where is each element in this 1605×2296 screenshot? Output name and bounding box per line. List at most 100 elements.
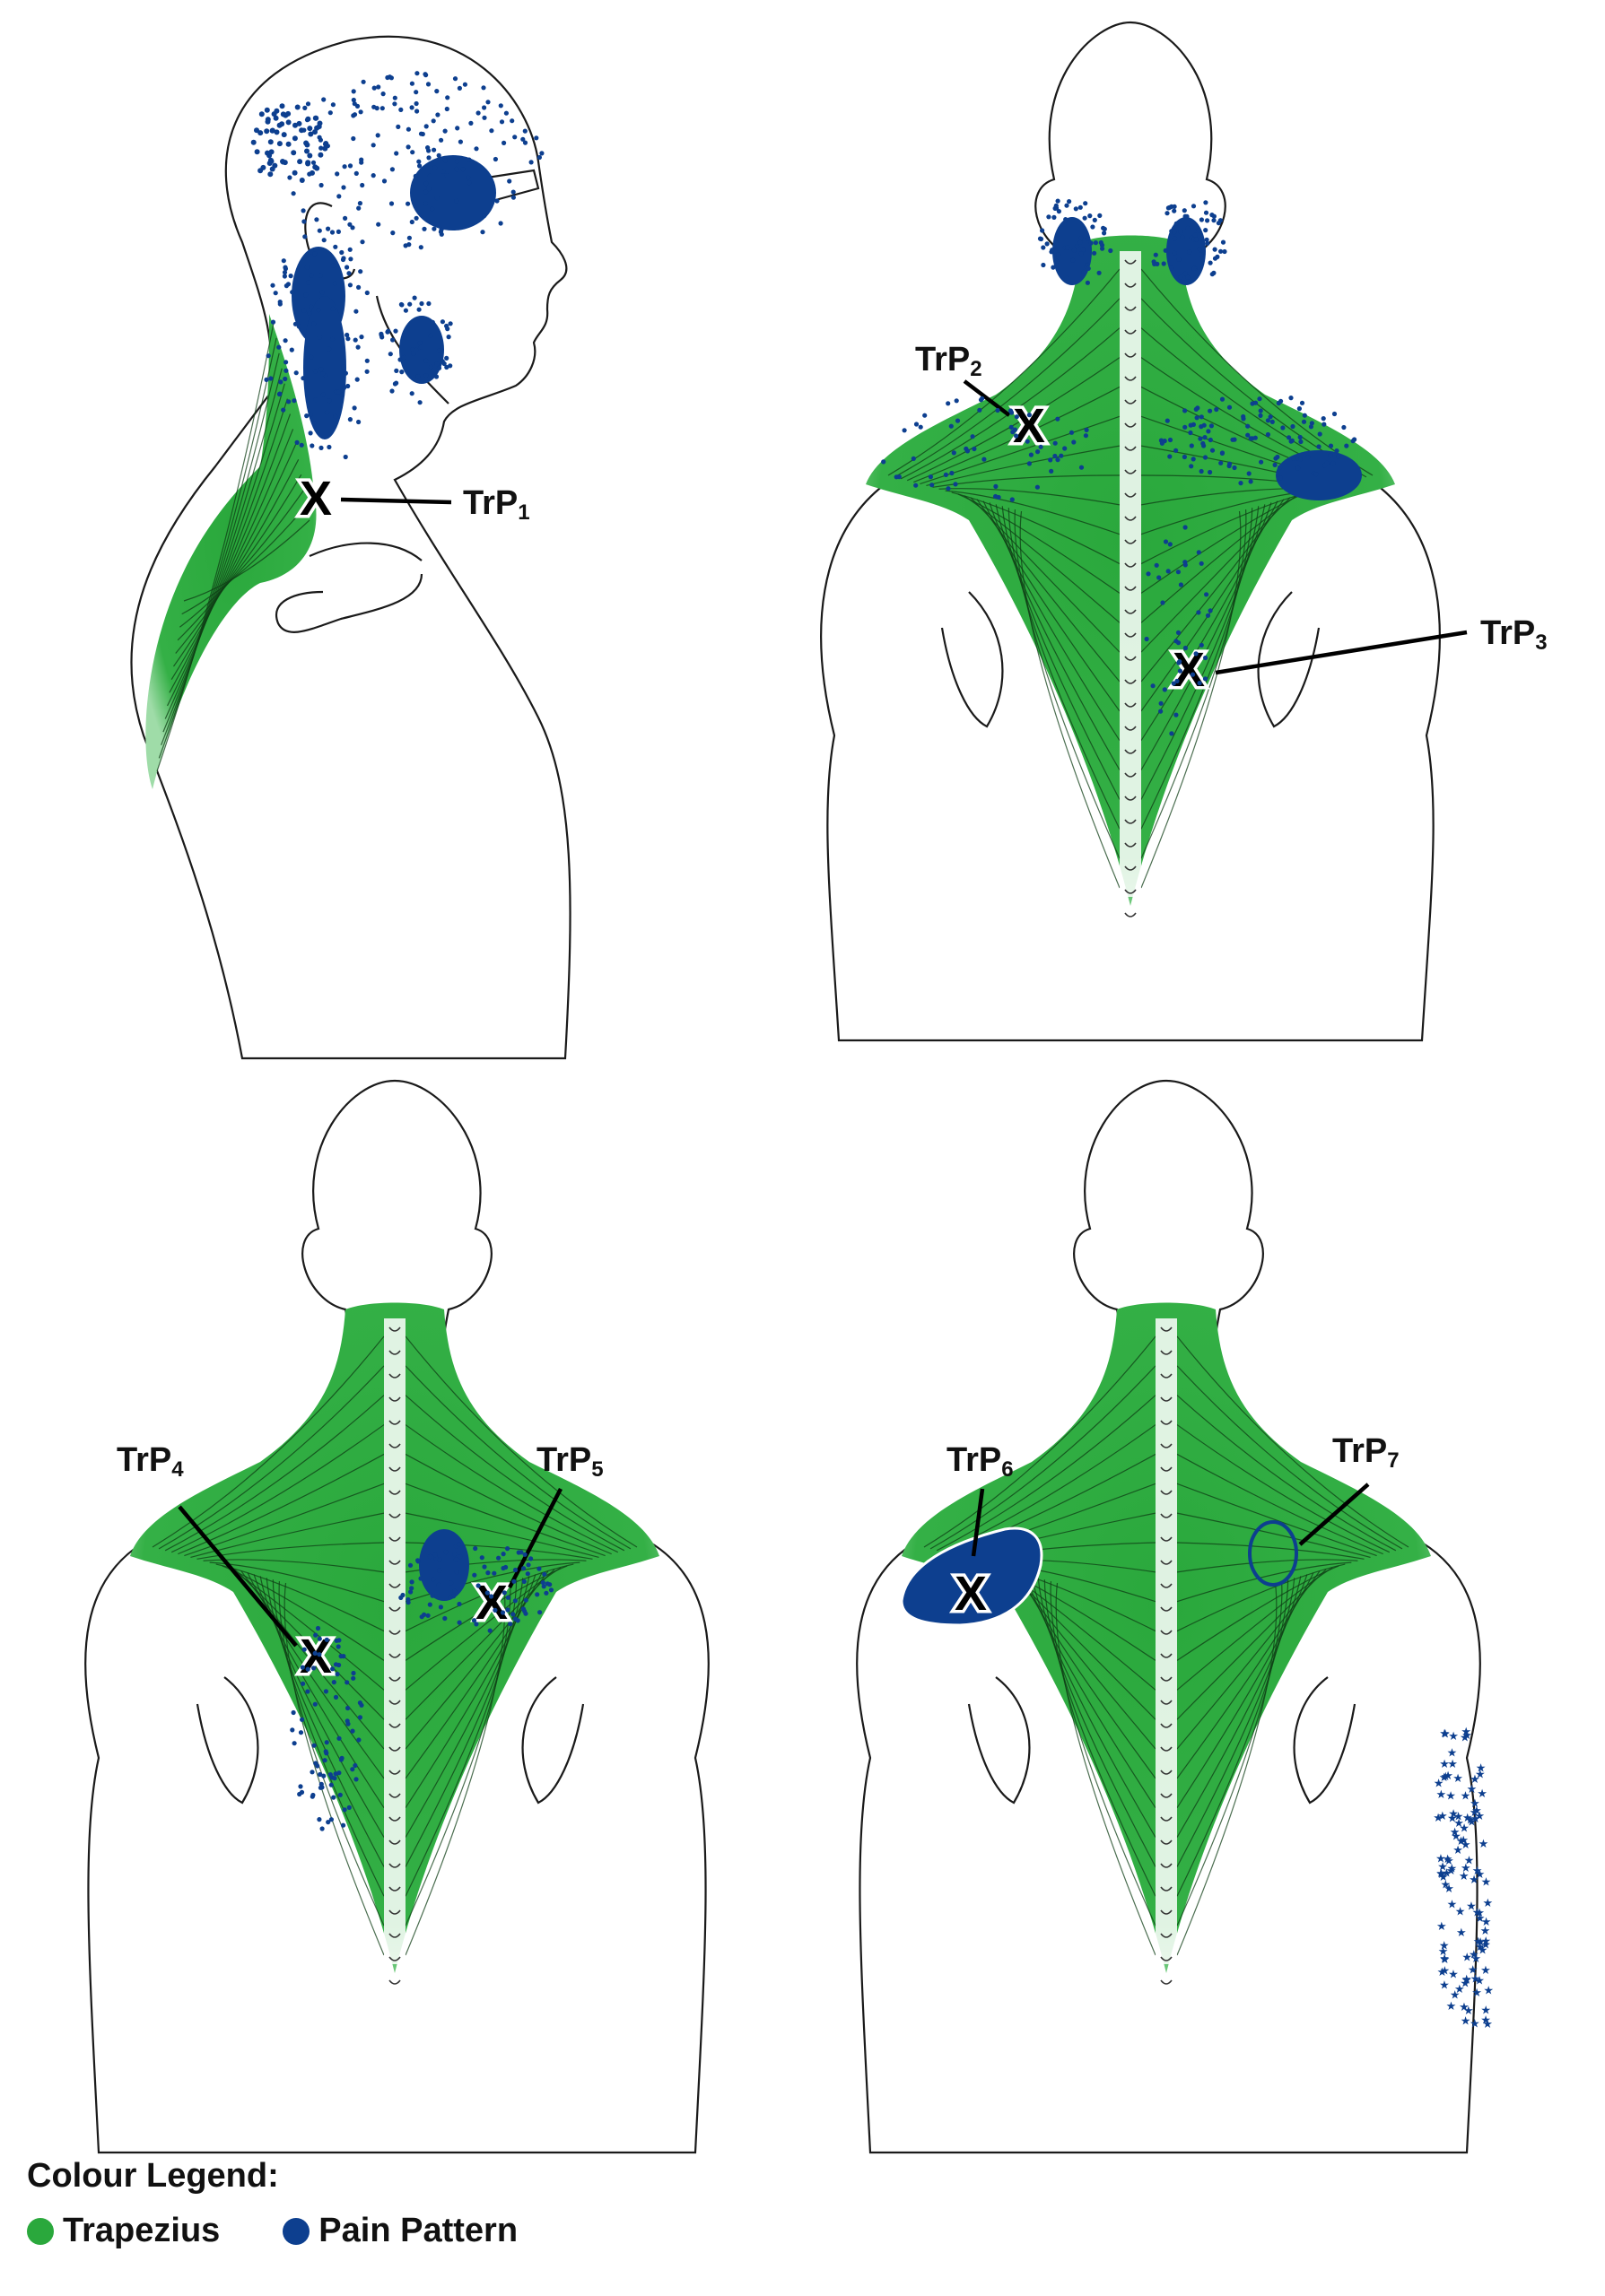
pain-dot <box>336 389 341 395</box>
pain-dot <box>291 1709 296 1716</box>
pain-dot <box>389 167 395 172</box>
pain-star: ★ <box>1478 1944 1488 1958</box>
pain-dot <box>358 269 363 274</box>
muscle-fiber <box>405 1574 536 1809</box>
pain-dot <box>458 1553 463 1560</box>
legend-items: Trapezius Pain Pattern <box>27 2212 655 2250</box>
pain-dot <box>946 401 951 406</box>
pain-star: ★ <box>1461 2014 1471 2028</box>
pain-dot <box>414 347 419 352</box>
pain-dot <box>468 120 474 126</box>
vertebra <box>1160 1700 1173 1705</box>
pain-dot <box>304 142 310 148</box>
vertebra <box>1160 1513 1173 1518</box>
pain-dot <box>442 128 448 134</box>
pain-dot <box>432 226 437 231</box>
pain-dot <box>347 222 353 227</box>
pain-dot <box>1169 265 1174 271</box>
pain-dot <box>1052 205 1058 211</box>
pain-dot <box>305 1689 310 1694</box>
pain-dot <box>345 1705 351 1711</box>
muscle-fiber <box>405 1578 524 1867</box>
pain-dot <box>510 189 516 195</box>
trigger-point-1-marker: X <box>300 472 332 526</box>
pain-dot <box>347 417 353 422</box>
pain-dot <box>422 1612 427 1617</box>
pain-dot <box>299 442 304 448</box>
pain-dot <box>1278 465 1283 470</box>
pain-star: ★ <box>1438 1871 1449 1884</box>
pain-dot <box>315 1625 321 1631</box>
pain-dot <box>896 474 902 480</box>
pain-dot <box>331 1680 336 1685</box>
vertebra <box>388 1653 401 1658</box>
pain-star: ★ <box>1461 1790 1471 1804</box>
muscle-fiber <box>1140 510 1242 889</box>
pain-dot <box>360 182 365 188</box>
pain-star: ★ <box>1475 1936 1486 1950</box>
pain-star: ★ <box>1461 1839 1471 1852</box>
pain-dot <box>376 84 381 90</box>
pain-dot <box>409 391 414 396</box>
pain-dot <box>436 152 441 158</box>
back2-vertebrae <box>388 1326 401 1985</box>
pain-dot <box>1169 204 1174 209</box>
vertebra <box>388 1770 401 1775</box>
pain-star: ★ <box>1439 1727 1450 1741</box>
pain-dot <box>438 1605 443 1610</box>
pain-dot <box>1196 550 1201 555</box>
pain-dot <box>484 1590 490 1596</box>
muscle-fiber <box>1140 495 1297 623</box>
pain-dot <box>401 354 406 361</box>
pain-dot <box>515 1618 520 1623</box>
vertebra <box>388 1396 401 1402</box>
pain-dot <box>1287 435 1292 440</box>
pain-dot <box>318 367 324 372</box>
pain-dot <box>319 290 325 295</box>
vertebra <box>1124 516 1137 521</box>
pain-dot <box>398 1595 404 1600</box>
pain-star: ★ <box>1437 1810 1448 1823</box>
trigger-point-6-leader <box>971 1488 985 1557</box>
pain-dot <box>432 147 437 152</box>
pain-star: ★ <box>1467 1816 1478 1830</box>
pain-dot <box>360 239 365 245</box>
pain-dot <box>409 219 414 225</box>
trigger-point-7-label: TrP7 <box>1332 1432 1400 1473</box>
back1-right-scapula <box>1257 591 1321 728</box>
pain-dot <box>536 1566 542 1571</box>
pain-dot <box>440 359 445 364</box>
pain-dot <box>456 1542 461 1547</box>
pain-dot <box>437 1557 442 1562</box>
pain-star: ★ <box>1456 1835 1467 1848</box>
muscle-fiber <box>1140 491 1310 565</box>
pain-dot <box>289 347 294 352</box>
pain-star: ★ <box>1453 1810 1464 1823</box>
pain-dot <box>485 100 491 105</box>
pain-dot <box>282 274 287 279</box>
pain-dot <box>1162 687 1167 692</box>
pain-dot <box>301 208 306 213</box>
pain-dot <box>1063 217 1069 222</box>
pain-dot <box>1245 432 1251 438</box>
pain-dot <box>409 81 414 86</box>
pain-dot <box>293 370 299 376</box>
pain-dot <box>1154 562 1159 568</box>
vertebra <box>1160 1933 1173 1938</box>
pain-dot <box>457 1620 462 1625</box>
pain-dot <box>1203 228 1208 233</box>
pain-dot <box>488 1594 494 1599</box>
pain-dot <box>458 139 463 144</box>
pain-dot <box>310 160 317 165</box>
pain-dot <box>352 101 357 107</box>
pain-dot <box>528 160 534 165</box>
pain-dot <box>474 146 479 152</box>
pain-dot <box>359 335 364 340</box>
pain-dot <box>1083 201 1088 206</box>
pain-dot <box>1078 465 1085 470</box>
trigger-point-6-marker: X <box>955 1567 987 1621</box>
pain-dot <box>1199 468 1204 474</box>
pain-dot <box>1025 439 1030 444</box>
trigger-point-1-label: TrP1 <box>463 484 530 525</box>
pain-dot <box>308 412 313 417</box>
